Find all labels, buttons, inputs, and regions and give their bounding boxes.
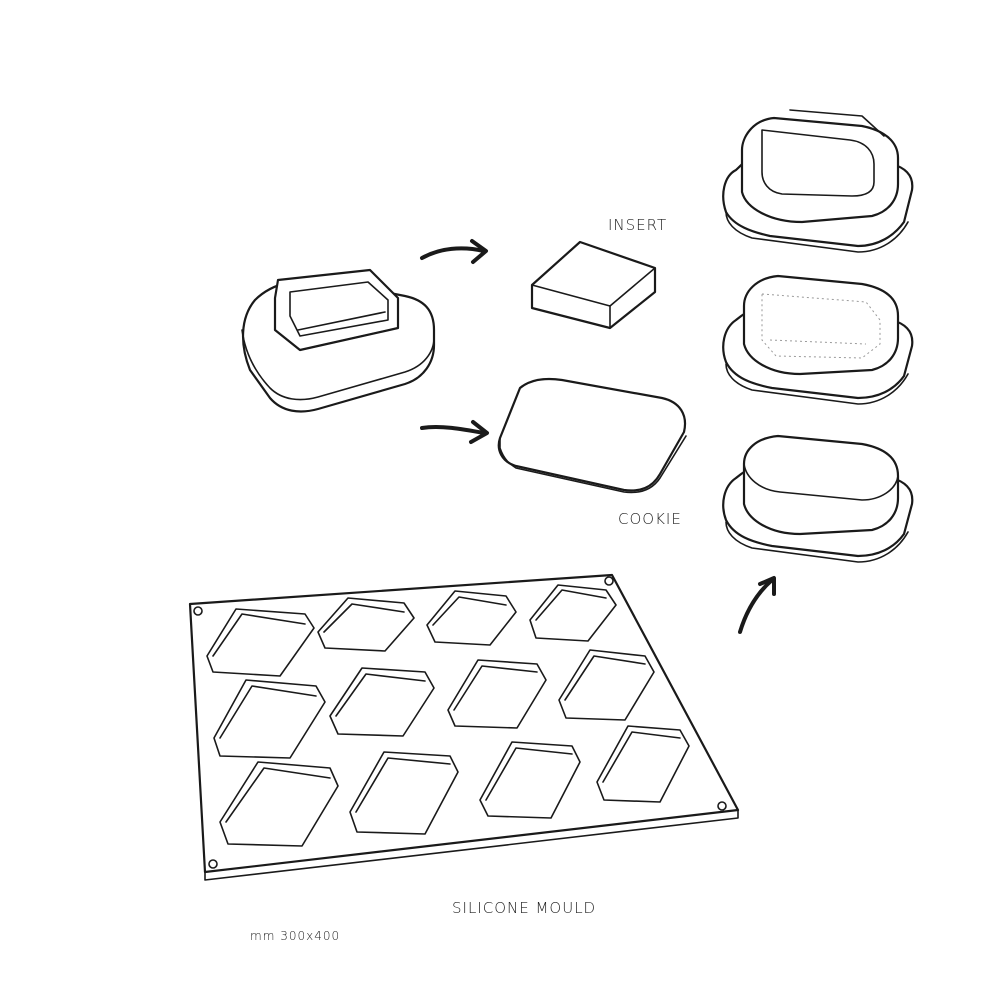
assembled-piece-bottom <box>722 434 914 563</box>
cavity <box>219 761 339 847</box>
combined-mould-piece <box>241 268 436 413</box>
cavity <box>479 741 581 819</box>
assembled-piece-middle <box>722 274 914 405</box>
cavity <box>329 667 435 737</box>
arrow-to-assembled <box>738 576 776 634</box>
cavity <box>558 649 655 721</box>
mould-label: SILICONE MOULD <box>452 899 596 917</box>
size-label: mm 300x400 <box>250 929 340 943</box>
cavity <box>317 597 415 652</box>
arrow-to-cookie <box>420 420 489 444</box>
insert-piece <box>530 240 657 330</box>
cavity <box>596 725 690 803</box>
arrow-to-insert <box>420 239 488 264</box>
silicone-mould-sheet <box>188 573 740 881</box>
cavity <box>206 608 315 677</box>
insert-label: INSERT <box>608 216 667 234</box>
corner-hole <box>208 859 218 869</box>
cookie-piece <box>497 377 687 494</box>
cavity <box>529 584 617 642</box>
cavity <box>426 590 517 646</box>
corner-hole <box>604 576 614 586</box>
cavity <box>213 679 326 759</box>
assembled-piece-top <box>722 109 914 253</box>
corner-hole <box>193 606 203 616</box>
cavity <box>447 659 547 729</box>
cavity <box>349 751 459 835</box>
cookie-label: COOKIE <box>618 510 682 528</box>
corner-hole <box>717 801 727 811</box>
